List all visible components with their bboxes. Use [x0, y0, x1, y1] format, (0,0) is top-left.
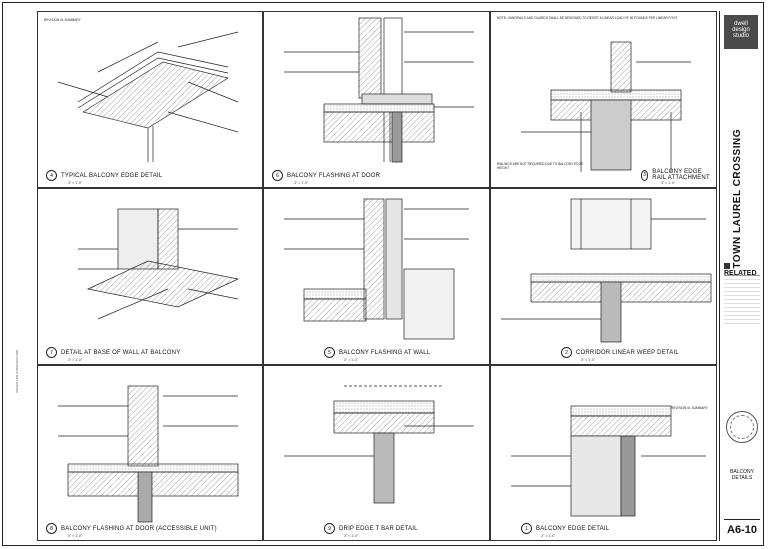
general-note: NOTE: HANDRAILS AND GUARDS SHALL BE DESI…: [497, 16, 678, 20]
detail-drawing-8: [58, 385, 239, 523]
detail-drawing-3: [521, 41, 691, 172]
revision-note: REVISION #1 SUMMARY: [44, 18, 81, 22]
detail-panel-7: 7 DETAIL AT BASE OF WALL AT BALCONY 3" =…: [37, 188, 263, 365]
architect-seal: [726, 411, 758, 443]
left-margin-note: ISSUED FOR CONSTRUCTION: [15, 349, 19, 393]
detail-title-6: 6 BALCONY FLASHING AT DOOR: [272, 170, 380, 181]
detail-panel-8: 8 BALCONY FLASHING AT DOOR (ACCESSIBLE U…: [37, 365, 263, 541]
architect-seal-inner: [730, 415, 754, 439]
project-name: TOWN LAUREL CROSSING: [732, 129, 743, 269]
detail-number-4: 4: [46, 170, 57, 181]
detail-drawing-4: [57, 31, 239, 162]
developer-logo: RELATED: [724, 263, 764, 277]
detail-panel-1: REVISION #1 SUMMARY 1 BALCONY EDGE DETAI…: [490, 365, 717, 541]
revision-table: [724, 275, 760, 336]
detail-panel-2: 2 CORRIDOR LINEAR WEEP DETAIL 3" = 1'-0": [490, 188, 717, 365]
detail-drawing-5: [284, 198, 469, 340]
detail-drawing-6: [284, 17, 474, 163]
detail-title-8: 8 BALCONY FLASHING AT DOOR (ACCESSIBLE U…: [46, 523, 217, 534]
detail-drawing-9: [284, 385, 474, 504]
left-margin-strip: ISSUED FOR CONSTRUCTION: [7, 13, 33, 533]
detail-drawing-7: [78, 208, 240, 320]
firm-logo: dwell design studio: [724, 15, 758, 49]
detail-panel-4: REVISION #1 SUMMARY 4 TYPICAL BALCO: [37, 11, 263, 188]
detail-title-5: 5 BALCONY FLASHING AT WALL: [324, 347, 430, 358]
sheet-title: BALCONY DETAILS: [730, 469, 754, 481]
detail-panel-9: 9 DRIP EDGE T BAR DETAIL 3" = 1'-0": [263, 365, 490, 541]
detail-panel-6: 6 BALCONY FLASHING AT DOOR 3" = 1'-0": [263, 11, 490, 188]
rail-note: RAILINGS ARE NOT REQUIRED DUE TO BALCONY…: [497, 162, 584, 170]
detail-drawing-2: [501, 198, 712, 343]
detail-panel-5: 5 BALCONY FLASHING AT WALL 3" = 1'-0": [263, 188, 490, 365]
detail-title-4: 4 TYPICAL BALCONY EDGE DETAIL: [46, 170, 162, 181]
detail-drawing-1: [511, 405, 706, 517]
detail-panel-3: NOTE: HANDRAILS AND GUARDS SHALL BE DESI…: [490, 11, 717, 188]
detail-title-1: 1 BALCONY EDGE DETAIL: [521, 523, 609, 534]
details-grid: REVISION #1 SUMMARY 4 TYPICAL BALCO: [37, 11, 717, 541]
developer-logo-icon: [724, 263, 730, 270]
detail-title-9: 9 DRIP EDGE T BAR DETAIL: [324, 523, 418, 534]
detail-title-2: 2 CORRIDOR LINEAR WEEP DETAIL: [561, 347, 679, 358]
detail-title-3: 3 BALCONY EDGE RAIL ATTACHMENT: [641, 169, 716, 181]
title-block: dwell design studio TOWN LAUREL CROSSING…: [719, 11, 764, 541]
detail-title-7: 7 DETAIL AT BASE OF WALL AT BALCONY: [46, 347, 180, 358]
sheet-number: A6-10: [724, 519, 760, 536]
